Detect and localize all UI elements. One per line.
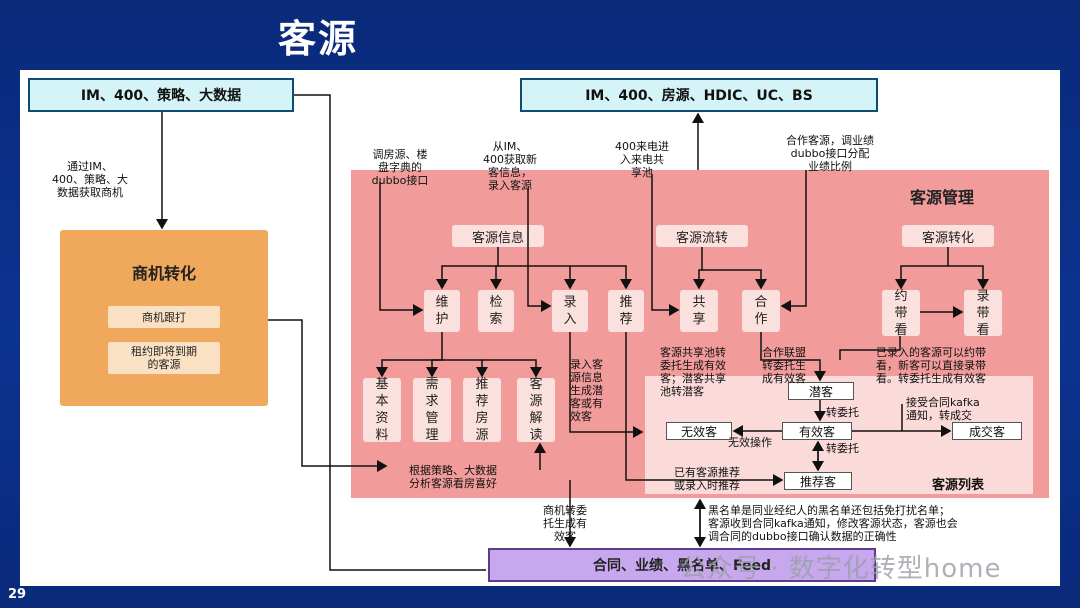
action-recommend: 推 荐 — [608, 290, 644, 332]
target-systems-box: IM、400、房源、HDIC、UC、BS — [520, 78, 878, 112]
sub-recommend-listing: 推 荐 房 源 — [463, 377, 501, 443]
note-share-pool: 客源共享池转 委托生成有效 客；潜客共享 池转潜客 — [660, 346, 726, 398]
opportunity-item-followup: 商机跟打 — [108, 306, 220, 328]
note-via-im: 通过IM、 400、策略、大 数据获取商机 — [52, 160, 128, 199]
customer-management-title: 客源管理 — [910, 188, 975, 207]
note-entry: 录入客 源信息 生成潜 客或有 效客 — [570, 358, 603, 423]
watermark: 公众号 · 数字化转型home — [680, 554, 1002, 584]
note-existing-recommend: 已有客源推荐 或录入时推荐 — [674, 466, 740, 492]
opportunity-item-lease-expiry: 租约即将到期 的客源 — [108, 342, 220, 374]
action-record-viewing: 录 带 看 — [964, 289, 1002, 338]
sub-customer-analysis: 客 源 解 读 — [517, 377, 555, 443]
action-book-viewing: 约 带 看 — [882, 289, 920, 338]
action-enter: 录 入 — [552, 290, 588, 332]
action-share: 共 享 — [680, 290, 718, 332]
note-coop-link: 合作联盟 转委托生 成有效客 — [762, 346, 806, 385]
note-from-im: 从IM、 400获取新 客信息， 录入客源 — [483, 140, 537, 192]
list-invalid: 无效客 — [666, 422, 732, 440]
group-customer-info: 客源信息 — [452, 225, 544, 247]
note-dubbo-interface: 调房源、楼 盘字典的 dubbo接口 — [371, 148, 429, 187]
list-valid: 有效客 — [782, 422, 852, 440]
note-accept-contract: 接受合同kafka 通知，转成交 — [906, 396, 980, 422]
action-cooperate: 合 作 — [742, 290, 780, 332]
note-cooperation: 合作客源，调业绩 dubbo接口分配 业绩比例 — [786, 134, 874, 173]
connector-lines — [156, 94, 989, 571]
sub-demand-mgmt: 需 求 管 理 — [413, 377, 451, 443]
source-systems-box: IM、400、策略、大数据 — [28, 78, 294, 112]
diagram-panel: IM、400、策略、大数据 IM、400、房源、HDIC、UC、BS 商机转化 … — [20, 70, 1060, 586]
note-400-call: 400来电进 入来电共 享池 — [615, 140, 669, 179]
sub-basic-info: 基 本 资 料 — [363, 377, 401, 443]
opportunity-conversion-box: 商机转化 商机跟打 租约即将到期 的客源 — [60, 230, 268, 406]
note-transfer-2: 转委托 — [826, 442, 859, 455]
note-entered-viewing: 已录入的客源可以约带 看，新客可以直接录带 看。转委托生成有效客 — [876, 346, 986, 385]
action-maintain: 维 护 — [424, 290, 460, 332]
customer-list-title: 客源列表 — [932, 478, 985, 493]
note-invalid-op: 无效操作 — [728, 436, 772, 449]
note-blacklist: 黑名单是同业经纪人的黑名单还包括免打扰名单； 客源收到合同kafka通知，修改客… — [708, 504, 958, 543]
contract-blacklist-box: 合同、业绩、黑名单、Feed — [488, 548, 876, 582]
opportunity-title: 商机转化 — [131, 264, 196, 283]
group-customer-conversion: 客源转化 — [902, 225, 994, 247]
note-transfer-1: 转委托 — [826, 406, 859, 419]
page-title: 客源 — [278, 17, 359, 61]
action-search: 检 索 — [478, 290, 514, 332]
page-number: 29 — [8, 587, 27, 602]
group-customer-flow: 客源流转 — [656, 225, 748, 247]
list-potential: 潜客 — [788, 382, 854, 400]
note-strategy-analysis: 根据策略、大数据 分析客源看房喜好 — [409, 464, 497, 490]
list-deal: 成交客 — [952, 422, 1022, 440]
list-recommend: 推荐客 — [784, 472, 852, 490]
